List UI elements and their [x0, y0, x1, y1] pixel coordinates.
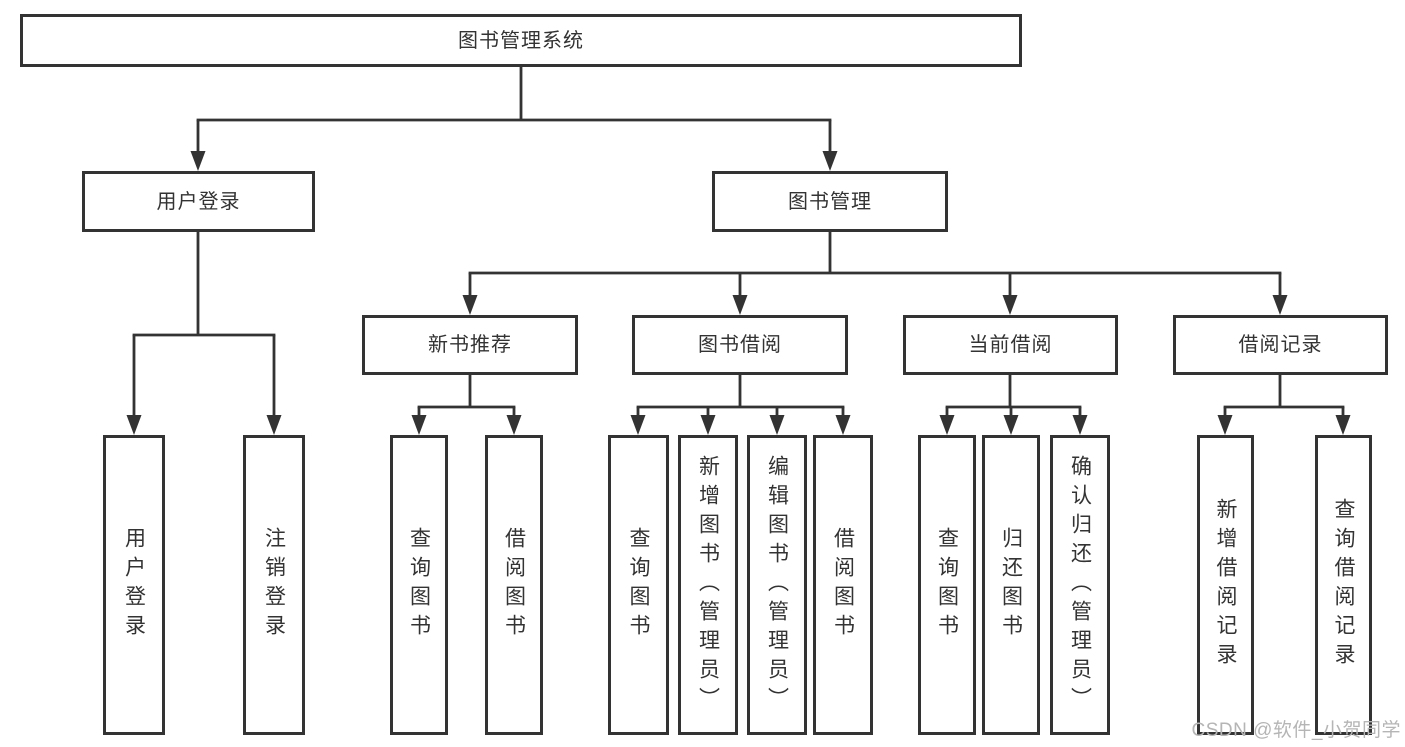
leaf-borrow-books-nbr: 借阅图书 [485, 435, 543, 735]
leaf-query-borrow-record: 查询借阅记录 [1315, 435, 1372, 735]
node-library-management-system: 图书管理系统 [20, 14, 1022, 67]
leaf-query-books-nbr: 查询图书 [390, 435, 448, 735]
node-book-management: 图书管理 [712, 171, 948, 232]
csdn-watermark: CSDN @软件_小贺同学 [1191, 720, 1401, 741]
leaf-user-login: 用户登录 [103, 435, 165, 735]
leaf-return-books: 归还图书 [982, 435, 1040, 735]
leaf-add-books-admin: 新增图书（管理员） [678, 435, 738, 735]
leaf-query-books-bb: 查询图书 [608, 435, 669, 735]
leaf-borrow-books-bb: 借阅图书 [813, 435, 873, 735]
node-current-borrowing: 当前借阅 [903, 315, 1118, 375]
node-borrowing-records: 借阅记录 [1173, 315, 1388, 375]
node-user-login: 用户登录 [82, 171, 315, 232]
node-book-borrowing: 图书借阅 [632, 315, 848, 375]
leaf-confirm-return-admin: 确认归还（管理员） [1050, 435, 1110, 735]
leaf-add-borrow-record: 新增借阅记录 [1197, 435, 1254, 735]
node-new-book-recommendation: 新书推荐 [362, 315, 578, 375]
leaf-edit-books-admin: 编辑图书（管理员） [747, 435, 807, 735]
leaf-logout: 注销登录 [243, 435, 305, 735]
leaf-query-books-cb: 查询图书 [918, 435, 976, 735]
